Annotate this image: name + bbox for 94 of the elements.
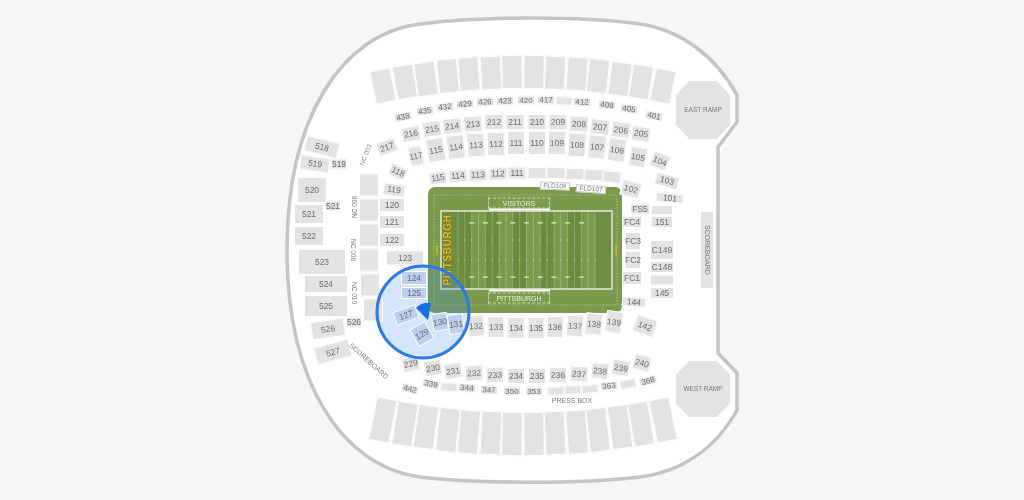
seating-section: 238 xyxy=(590,362,610,380)
seating-section xyxy=(565,167,585,181)
seating-section: 208 xyxy=(569,115,589,133)
seating-section: 145 xyxy=(650,287,674,299)
seating-section: 363 xyxy=(599,380,619,392)
seating-section: 113 xyxy=(466,132,486,158)
seating-section: 135 xyxy=(527,317,545,339)
seating-section: 523 xyxy=(298,249,346,275)
seating-section xyxy=(543,410,567,456)
seating-section: 426 xyxy=(475,97,495,107)
seating-section: 125 xyxy=(401,287,427,299)
seating-section: 124 xyxy=(401,271,427,285)
seating-section: 123 xyxy=(386,250,424,266)
seating-section: 350 xyxy=(503,386,521,396)
seating-section xyxy=(359,173,379,197)
seating-section: 133 xyxy=(487,315,505,339)
seating-section: 525 xyxy=(304,295,348,317)
seating-section: 112 xyxy=(486,131,506,157)
seating-section xyxy=(456,409,482,455)
seating-section: 347 xyxy=(479,385,499,395)
seating-section xyxy=(359,198,379,222)
seating-section: 151 xyxy=(651,216,673,228)
seating-section: 110 xyxy=(528,131,546,155)
seating-section: 212 xyxy=(484,113,504,131)
seating-section: 423 xyxy=(495,96,515,106)
seating-section: 417 xyxy=(536,95,556,105)
seating-section: 113 xyxy=(468,168,488,182)
seating-section: 136 xyxy=(546,315,564,339)
seating-section: 122 xyxy=(379,233,405,247)
seating-section: 405 xyxy=(619,103,639,115)
seating-section xyxy=(581,383,599,395)
seating-section: 521 xyxy=(294,204,324,224)
seating-section: FC2 xyxy=(625,251,641,269)
seating-section xyxy=(650,274,674,286)
seating-section xyxy=(501,54,523,90)
seating-section xyxy=(547,386,565,396)
seating-section: 435 xyxy=(415,105,435,117)
seating-section xyxy=(602,170,622,184)
seating-section xyxy=(360,273,380,297)
seating-section: FC3 xyxy=(625,232,641,250)
end-zone-text: PITTSBURGH xyxy=(443,214,453,286)
seating-section: 429 xyxy=(455,98,475,110)
seating-section: 344 xyxy=(457,382,477,394)
seating-section xyxy=(584,168,604,182)
seating-section: 522 xyxy=(294,226,324,246)
seating-section xyxy=(435,57,460,94)
seating-section xyxy=(359,223,379,247)
seating-section xyxy=(501,411,523,457)
seating-section: 234 xyxy=(507,368,525,384)
seating-section: C149 xyxy=(650,240,674,260)
seating-section: FS5 xyxy=(630,203,650,215)
seating-section xyxy=(618,378,638,390)
seating-section: 519 xyxy=(331,158,347,170)
seating-section: 432 xyxy=(435,101,455,113)
seating-section xyxy=(434,407,461,453)
seating-section xyxy=(522,411,545,457)
seating-section: 353 xyxy=(525,386,543,396)
seating-section: 526 xyxy=(346,316,362,328)
seating-section xyxy=(564,56,589,92)
seating-section: 107 xyxy=(587,134,607,160)
seating-section xyxy=(527,167,547,179)
seating-section xyxy=(479,55,502,91)
seating-section: 108 xyxy=(567,132,587,158)
seating-section: 408 xyxy=(597,99,617,111)
seating-section xyxy=(359,248,379,272)
seating-section: 210 xyxy=(527,114,547,130)
seating-section: 211 xyxy=(505,114,525,130)
seating-section: 111 xyxy=(507,131,525,155)
seating-section xyxy=(440,381,458,393)
seating-section: C148 xyxy=(650,261,674,273)
seating-section: 520 xyxy=(297,177,327,203)
seating-section: 214 xyxy=(441,117,463,135)
seating-section: 112 xyxy=(488,167,508,181)
seating-section: FC4 xyxy=(622,216,642,228)
seating-section xyxy=(479,410,502,456)
seating-section: 134 xyxy=(507,317,525,339)
seating-section: 521 xyxy=(325,200,341,212)
seating-section xyxy=(564,409,589,455)
seating-section xyxy=(564,385,582,395)
seating-section: 209 xyxy=(548,113,568,131)
seating-section xyxy=(546,166,566,180)
seating-section: 235 xyxy=(528,368,546,384)
seating-section xyxy=(651,205,673,215)
seating-section: 109 xyxy=(547,130,567,156)
seating-section: 111 xyxy=(507,166,527,180)
seating-section: 120 xyxy=(379,198,405,212)
seating-section xyxy=(457,56,481,92)
seating-section: 524 xyxy=(304,275,348,293)
seating-section xyxy=(522,54,545,90)
seating-section xyxy=(543,55,567,91)
seating-section xyxy=(555,96,573,106)
seating-section: FC1 xyxy=(622,271,642,285)
seating-section: 420 xyxy=(517,95,535,105)
seating-section: 121 xyxy=(379,215,405,229)
